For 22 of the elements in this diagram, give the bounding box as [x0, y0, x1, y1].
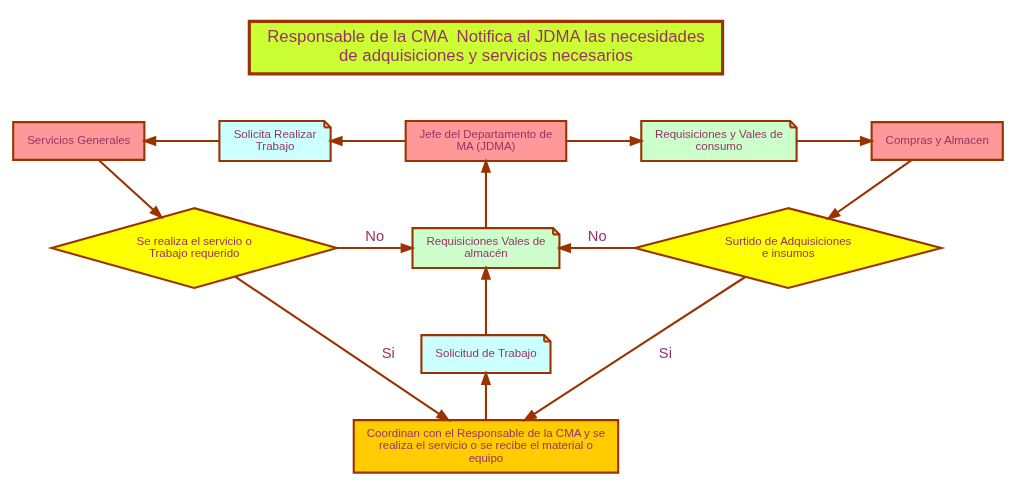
arrow	[480, 370, 491, 420]
arrow	[566, 135, 644, 147]
arrow	[480, 158, 491, 228]
arrow	[796, 135, 875, 147]
node-box: Compras y Almacen	[870, 121, 1004, 161]
arrow	[141, 135, 219, 147]
node-box: Servicios Generales	[11, 121, 145, 161]
arrow	[555, 242, 635, 254]
node-box: Coordinan con el Responsable de la CMA y se realiza el servicio o se recibe el material o equipo	[352, 419, 619, 474]
arrow	[327, 135, 405, 147]
edge-label: Si	[658, 344, 672, 361]
arrow	[480, 265, 491, 336]
arrow	[234, 275, 451, 422]
arrow	[825, 159, 912, 221]
edge-label: No	[364, 227, 384, 244]
arrow	[97, 159, 164, 220]
edge-label: No	[587, 227, 607, 244]
arrow	[336, 242, 415, 254]
arrow	[521, 276, 746, 422]
node-box: Responsable de la CMA Notifica al JDMA las necesidades de adquisiciones y servicios necesarios	[247, 19, 724, 76]
node-box: Jefe del Departamento de MA (JDMA)	[404, 120, 567, 162]
edge-label: Si	[381, 344, 395, 361]
